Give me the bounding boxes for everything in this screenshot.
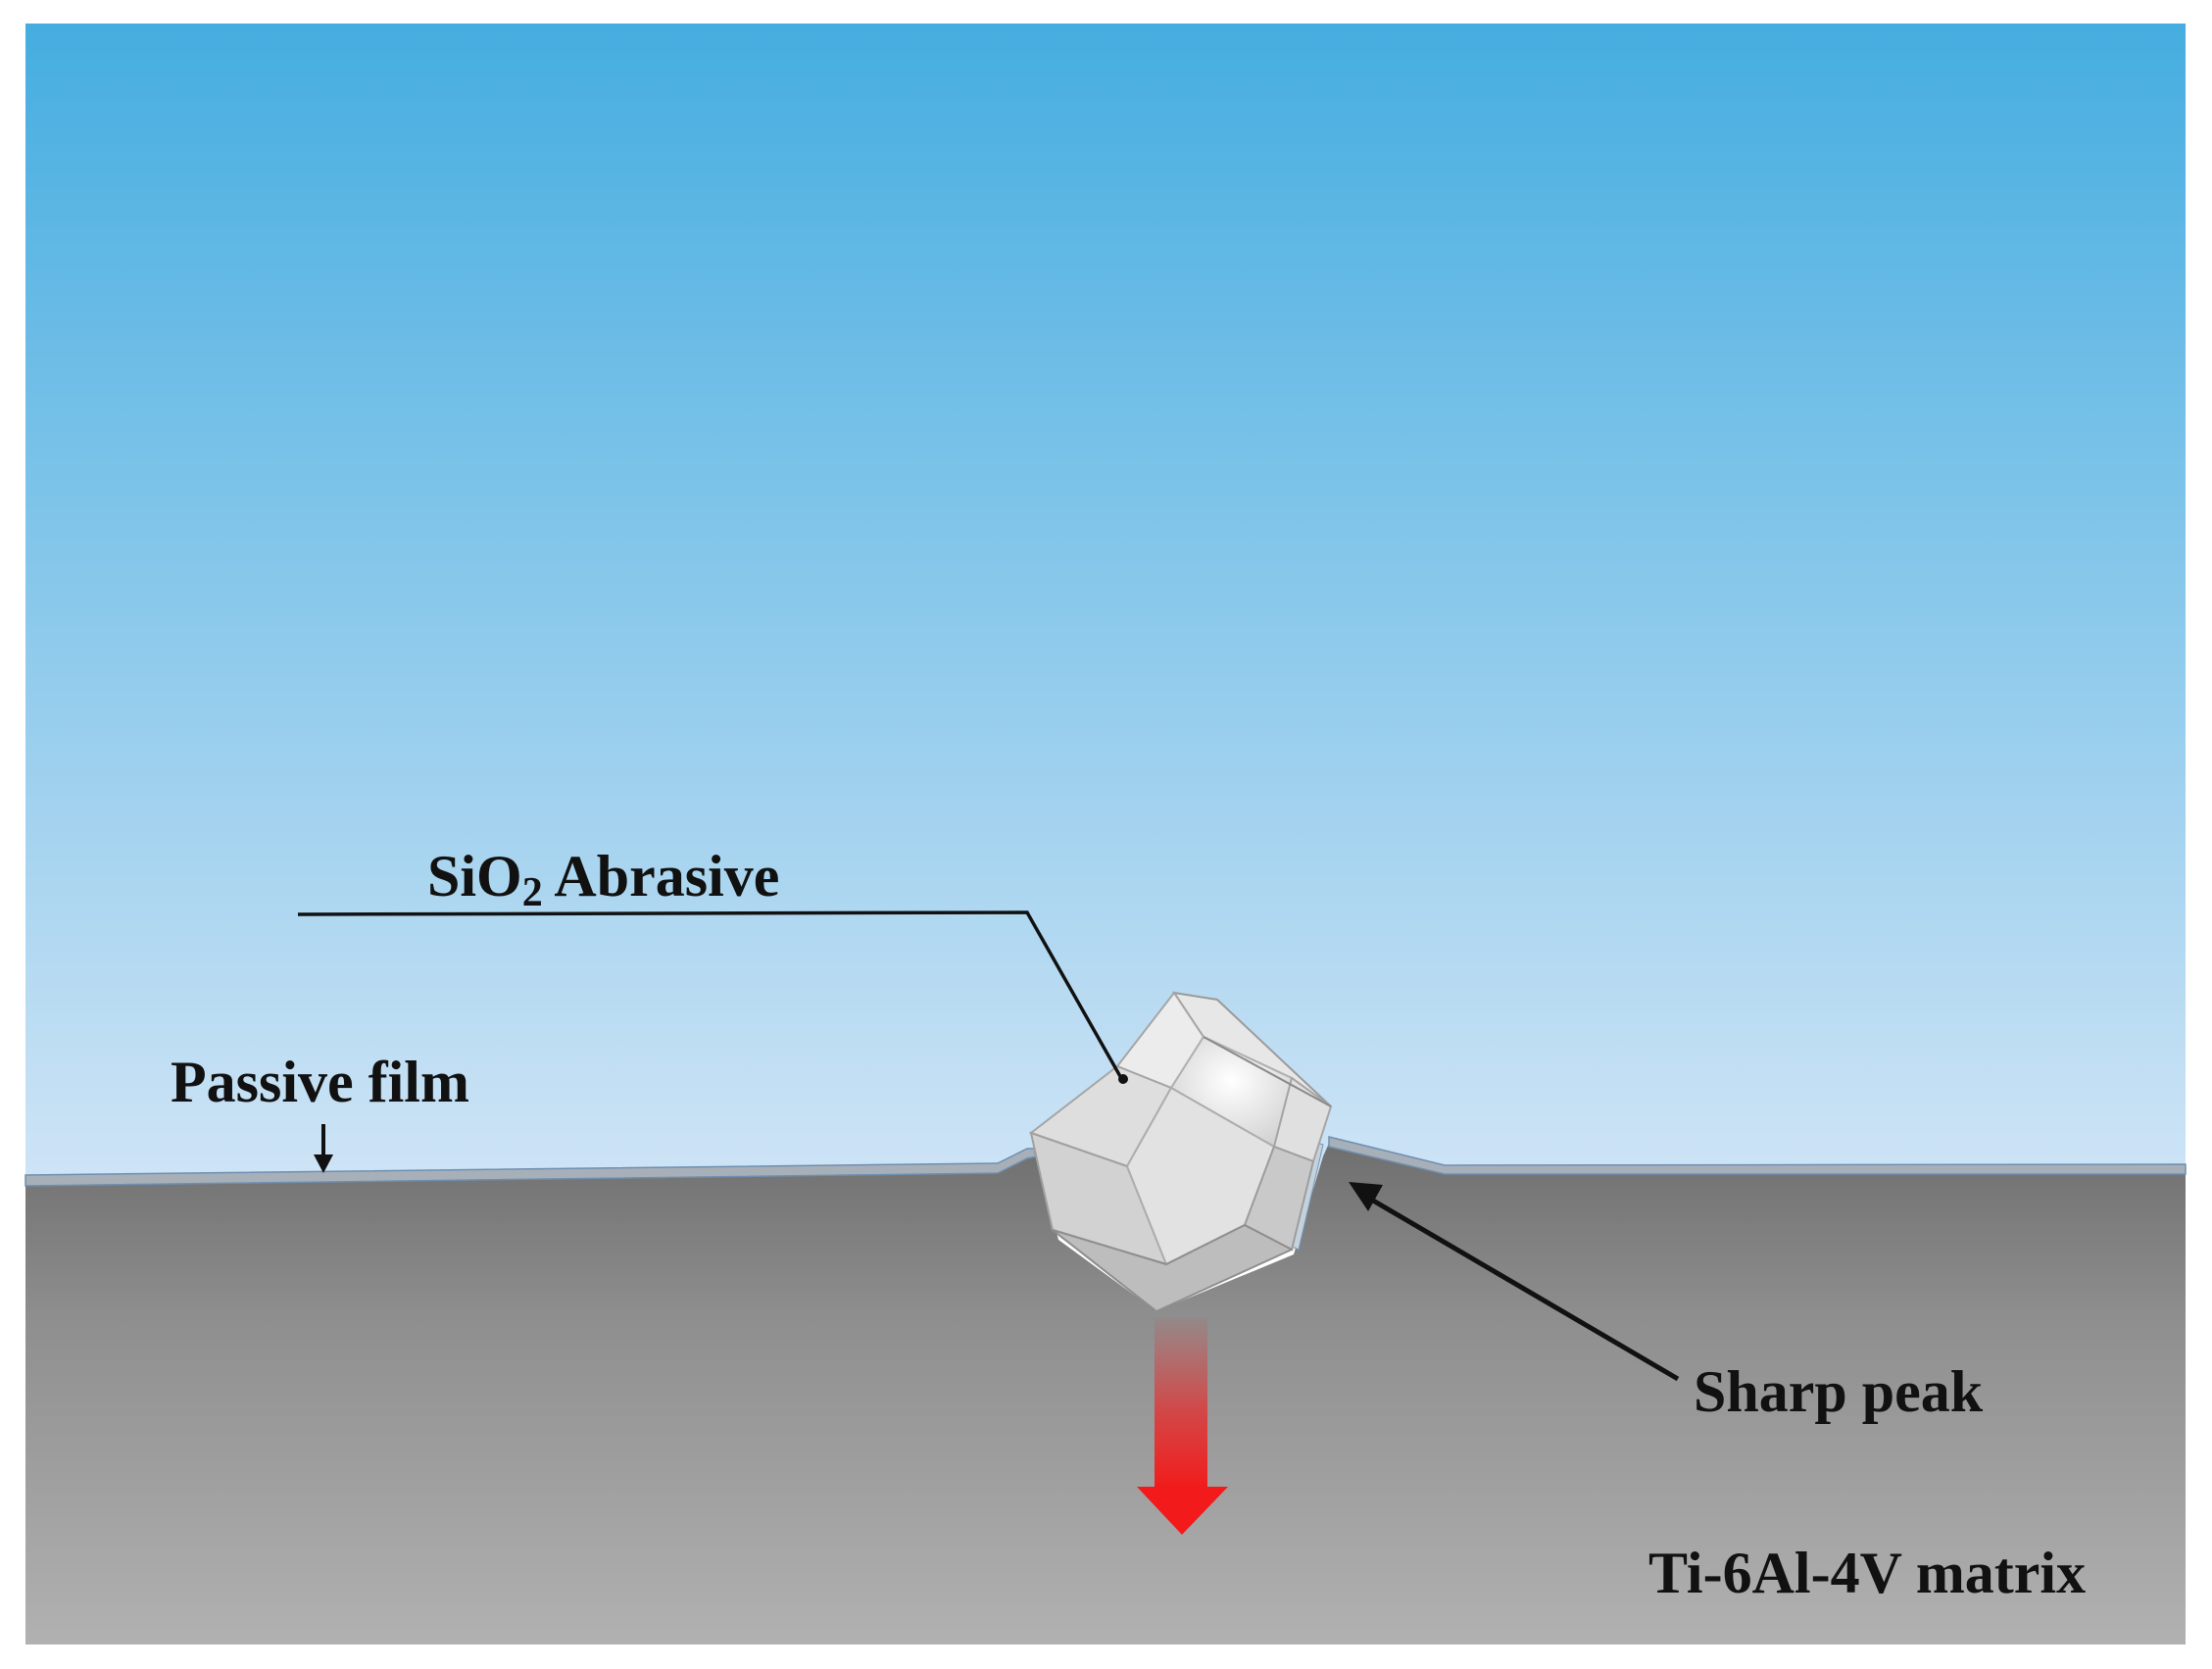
sio2-label-suffix: Abrasive: [543, 844, 780, 908]
slurry-background: [25, 24, 2186, 1186]
sio2-abrasive-particle: [1028, 991, 1333, 1313]
passive-film-layer-right: [1328, 1136, 2187, 1175]
abrasive-leader-line: [297, 910, 1123, 1079]
force-arrow-shaft: [1155, 1318, 1207, 1490]
passive-film-label: Passive film: [171, 1050, 469, 1114]
sharp-peak-pointer: [1349, 1182, 1680, 1382]
matrix-label: Ti-6Al-4V matrix: [1648, 1541, 2086, 1605]
abrasive-facet-bottom: [1052, 1223, 1295, 1313]
sharp-peak-label: Sharp peak: [1694, 1359, 1984, 1424]
ti-matrix-body: [25, 1139, 2186, 1644]
black-down-arrow-icon: [314, 1154, 333, 1173]
sio2-abrasive-label: SiO2 Abrasive: [427, 844, 779, 915]
sio2-label-subscript: 2: [522, 870, 543, 915]
abrasive-leader-dot: [1118, 1074, 1128, 1084]
abrasive-ridge: [1203, 1036, 1332, 1107]
sio2-label-prefix: SiO: [427, 844, 522, 908]
force-arrow: [1137, 1318, 1228, 1535]
passive-film-pointer: [314, 1124, 333, 1173]
black-arrow-icon: [1349, 1182, 1383, 1211]
force-arrow-head: [1137, 1487, 1228, 1535]
